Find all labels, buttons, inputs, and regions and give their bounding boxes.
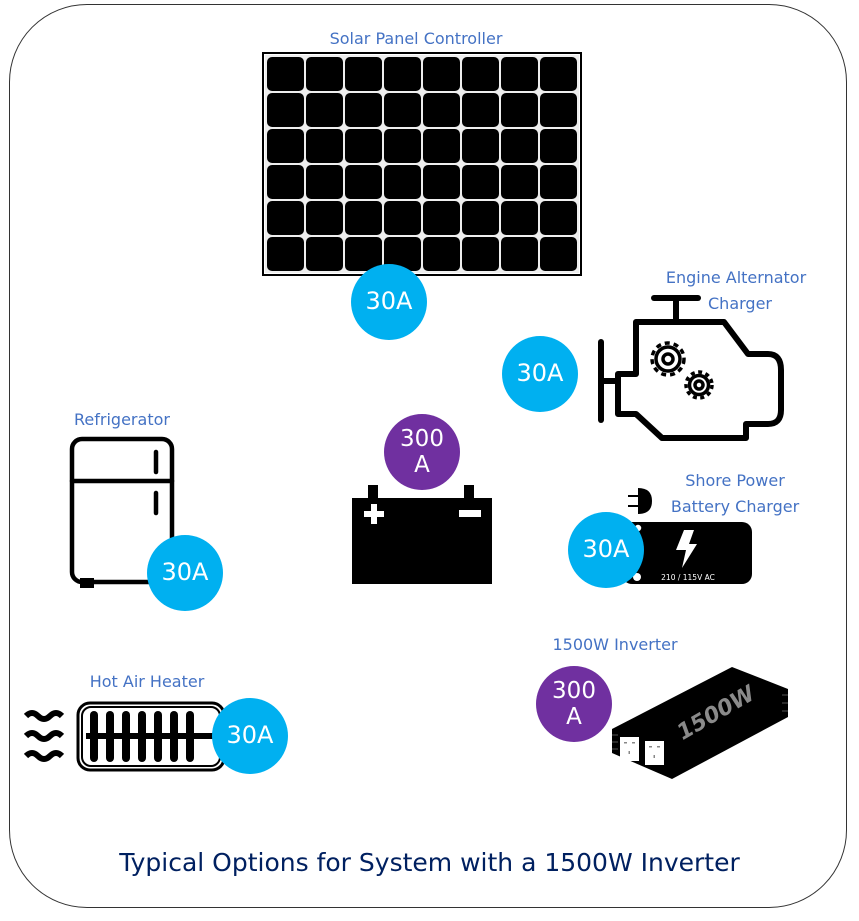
solar-cell xyxy=(345,93,382,127)
solar-cell xyxy=(423,165,460,199)
solar-cell xyxy=(345,201,382,235)
solar-cell xyxy=(267,57,304,91)
refrigerator-icon xyxy=(69,436,175,588)
solar-panel-icon xyxy=(262,52,582,276)
plug-icon xyxy=(628,488,652,514)
refrigerator-label: Refrigerator xyxy=(74,410,170,429)
solar-cell xyxy=(501,93,538,127)
solar-cell xyxy=(306,57,343,91)
solar-panel-label: Solar Panel Controller xyxy=(329,29,503,48)
solar-cell xyxy=(462,165,499,199)
heater-amps-badge: 30A xyxy=(212,698,288,774)
solar-cell xyxy=(540,93,577,127)
solar-cell xyxy=(501,165,538,199)
lightning-icon xyxy=(676,530,697,568)
solar-cell xyxy=(540,237,577,271)
minus-sign xyxy=(459,510,481,517)
solar-cell xyxy=(267,165,304,199)
heater-label: Hot Air Heater xyxy=(89,672,205,691)
solar-cell xyxy=(462,237,499,271)
solar-cell xyxy=(423,201,460,235)
battery-charger-icon: 210 / 115V AC xyxy=(622,488,752,584)
solar-cell xyxy=(501,201,538,235)
solar-cell xyxy=(306,201,343,235)
solar-cell xyxy=(306,237,343,271)
inverter-icon: 1500W xyxy=(612,667,788,779)
solar-cell xyxy=(345,237,382,271)
solar-cell xyxy=(384,165,421,199)
solar-cell xyxy=(501,237,538,271)
solar-cell xyxy=(267,93,304,127)
shore-power-amps-badge: 30A xyxy=(568,512,644,588)
solar-cell xyxy=(384,129,421,163)
engine-amps-badge: 30A xyxy=(502,336,578,412)
solar-cell xyxy=(267,201,304,235)
solar-cell xyxy=(423,57,460,91)
solar-cell xyxy=(462,93,499,127)
solar-cell xyxy=(423,237,460,271)
solar-cell xyxy=(267,237,304,271)
ac-outlet-icon xyxy=(620,737,664,765)
refrigerator-amps-badge: 30A xyxy=(147,535,223,611)
charger-rating-text: 210 / 115V AC xyxy=(661,573,715,582)
engine-gears-icon xyxy=(598,295,784,441)
heat-waves-icon xyxy=(24,710,65,762)
solar-cell xyxy=(462,129,499,163)
solar-cell xyxy=(267,129,304,163)
solar-cell xyxy=(501,57,538,91)
inverter-label: 1500W Inverter xyxy=(552,635,678,654)
solar-amps-badge: 30A xyxy=(351,264,427,340)
solar-cell xyxy=(306,93,343,127)
inverter-amps-badge: 300 A xyxy=(536,666,612,742)
diagram-title: Typical Options for System with a 1500W … xyxy=(119,848,740,877)
battery-amps-badge: 300 A xyxy=(384,414,460,490)
solar-cell xyxy=(306,165,343,199)
solar-cell xyxy=(540,57,577,91)
shore-power-label-line1: Shore Power xyxy=(685,471,785,490)
solar-cell xyxy=(462,201,499,235)
solar-cell xyxy=(384,57,421,91)
solar-cell xyxy=(384,201,421,235)
engine-label-line1: Engine Alternator xyxy=(665,268,807,287)
solar-cell xyxy=(384,237,421,271)
solar-cell xyxy=(423,129,460,163)
solar-cell xyxy=(423,93,460,127)
solar-cell xyxy=(384,93,421,127)
solar-cell xyxy=(540,129,577,163)
solar-cell xyxy=(345,57,382,91)
solar-cell xyxy=(462,57,499,91)
battery-icon xyxy=(352,485,492,584)
solar-cell xyxy=(345,165,382,199)
solar-cell xyxy=(501,129,538,163)
heater-icon xyxy=(24,701,226,772)
solar-cell xyxy=(306,129,343,163)
solar-cell xyxy=(540,201,577,235)
solar-cell xyxy=(345,129,382,163)
solar-cell xyxy=(540,165,577,199)
shore-power-label-line2: Battery Charger xyxy=(670,497,800,516)
engine-label-line2: Charger xyxy=(708,294,772,313)
